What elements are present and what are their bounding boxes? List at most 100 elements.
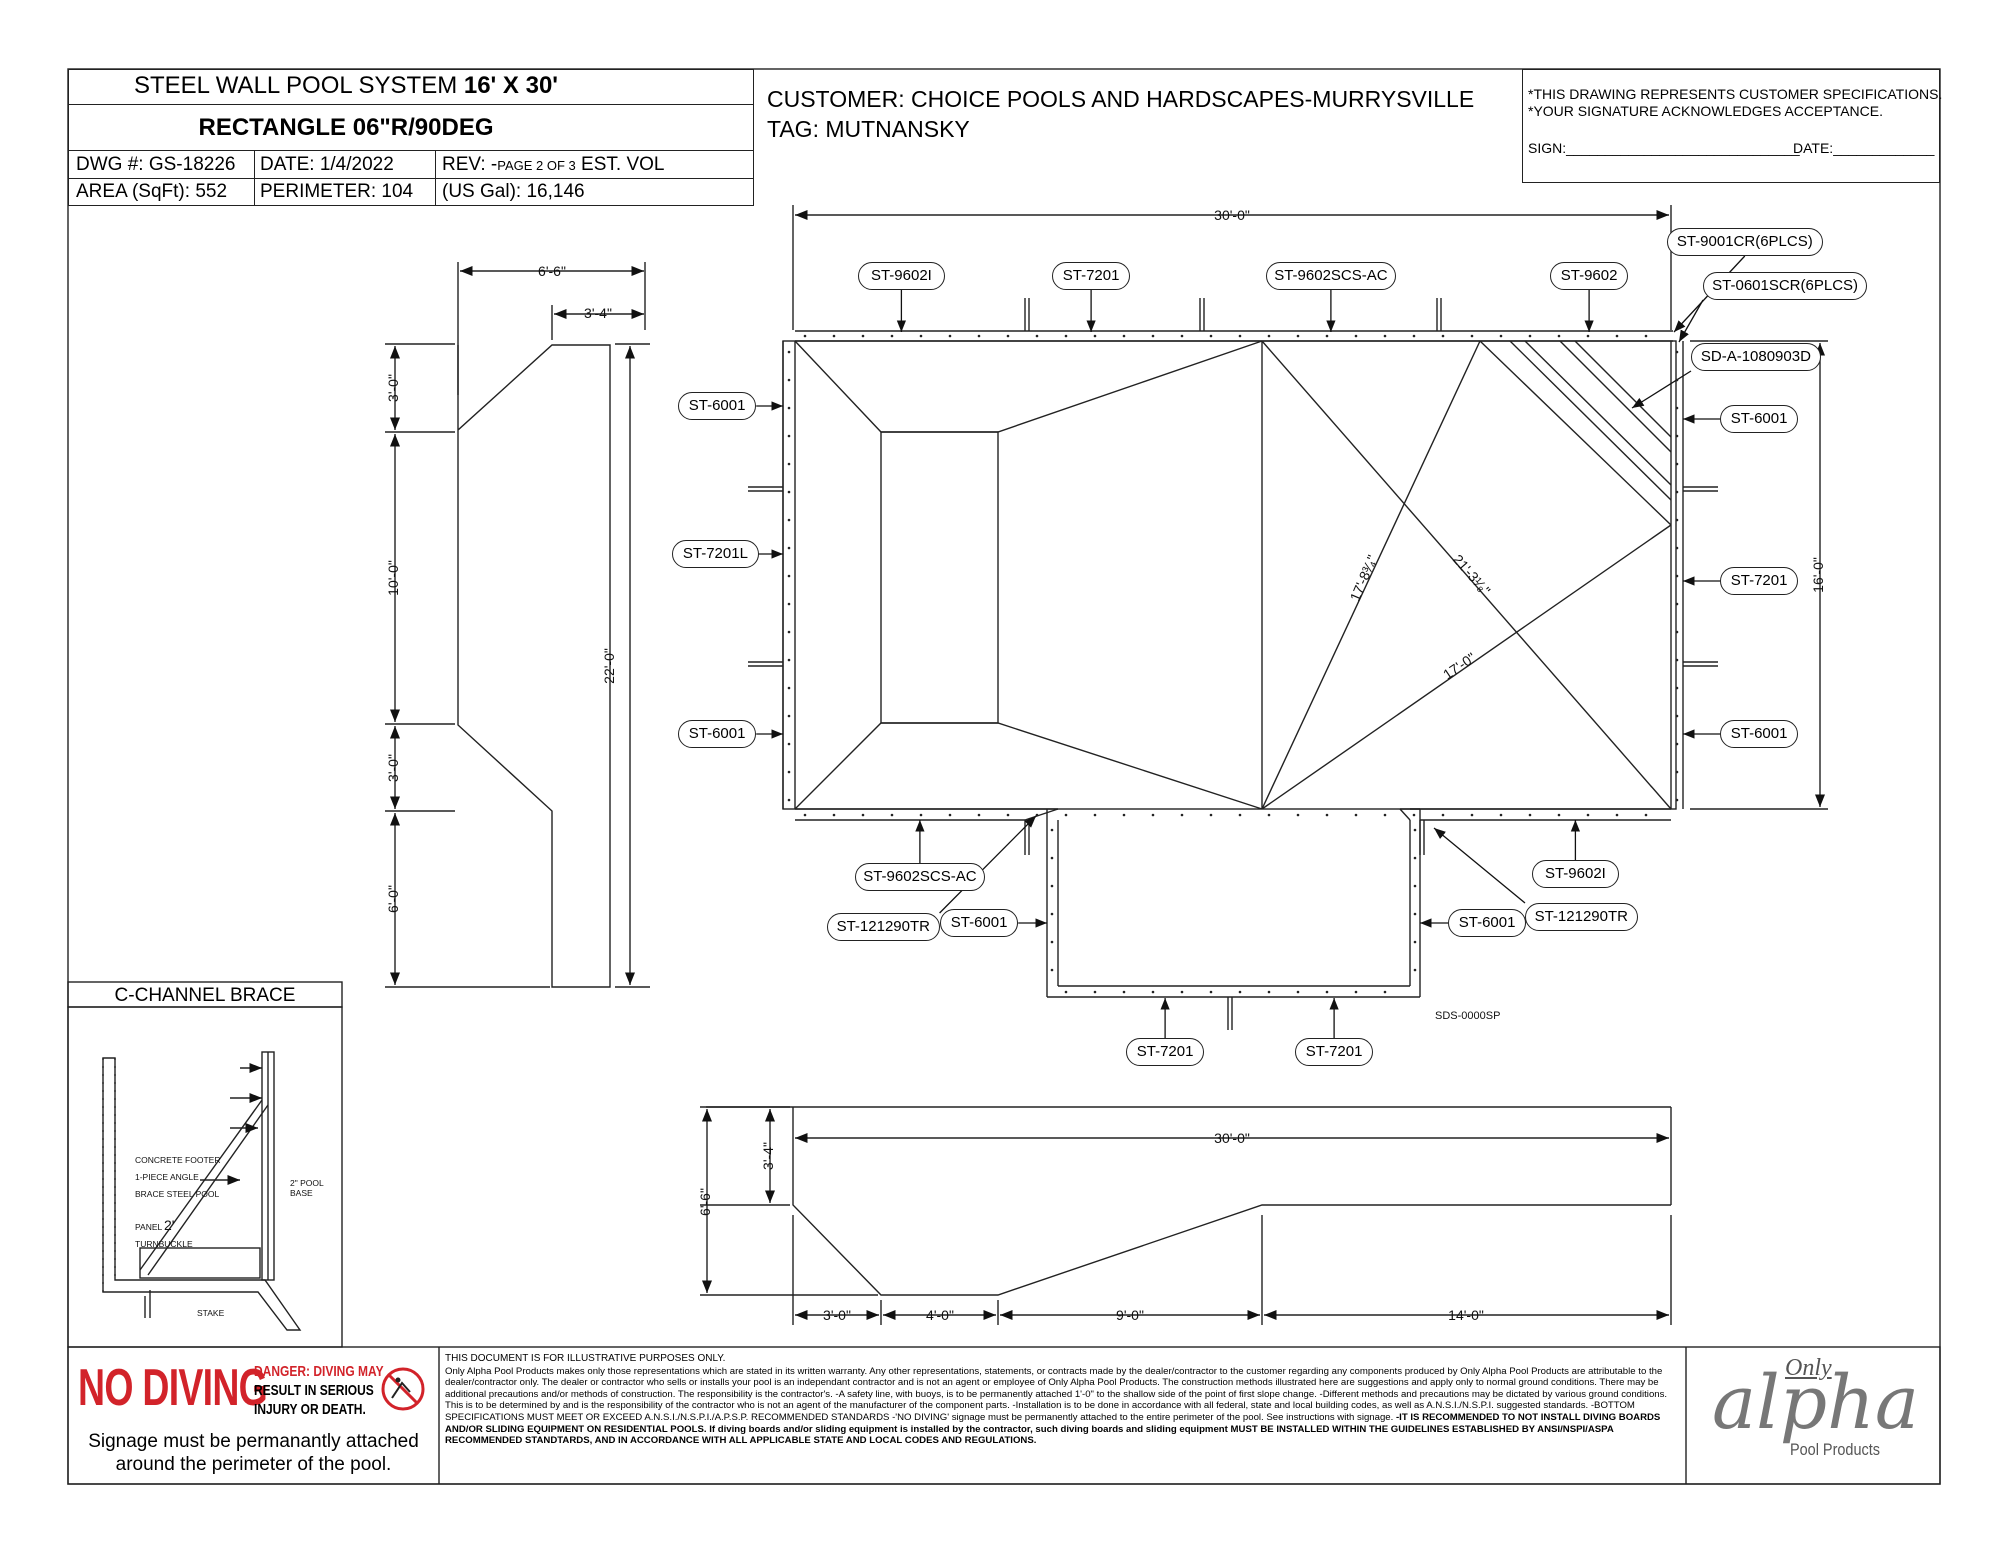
- bolt-dot: [1050, 884, 1054, 888]
- bolt-dot: [1209, 813, 1213, 817]
- bolt-dot: [1296, 990, 1300, 994]
- bolt-dot: [1267, 990, 1271, 994]
- bolt-dot: [861, 813, 865, 817]
- bolt-dot: [1267, 813, 1271, 817]
- callout-step: SD-A-1080903D: [1691, 343, 1821, 371]
- bolt-dot: [787, 630, 791, 634]
- volume-gallons: (US Gal): 16,146: [442, 181, 585, 202]
- bolt-dot: [803, 813, 807, 817]
- bolt-dot: [1209, 990, 1213, 994]
- bolt-dot: [1050, 968, 1054, 972]
- bolt-dot: [1122, 334, 1126, 338]
- callout-bot2: ST-121290TR: [827, 913, 940, 941]
- callout-bot4: ST-9602I: [1532, 860, 1619, 888]
- bolt-dot: [1151, 334, 1155, 338]
- bolt-dot: [1050, 828, 1054, 832]
- bolt-dot: [1354, 990, 1358, 994]
- callout-right2: ST-7201: [1720, 567, 1799, 595]
- bolt-dot: [832, 334, 836, 338]
- bolt-dot: [1180, 334, 1184, 338]
- callout-ext2: ST-7201: [1295, 1038, 1374, 1066]
- customer-name: CUSTOMER: CHOICE POOLS AND HARDSCAPES-MU…: [767, 86, 1475, 112]
- bolt-dot: [977, 813, 981, 817]
- bolt-dot: [1050, 912, 1054, 916]
- bolt-dot: [1675, 574, 1679, 578]
- callout-bot5: ST-121290TR: [1525, 903, 1638, 931]
- leader-corner2: [1678, 299, 1704, 343]
- bolt-dot: [1064, 990, 1068, 994]
- shape-title: RECTANGLE 06"R/90DEG: [198, 114, 494, 141]
- drawing-date: DATE: 1/4/2022: [260, 154, 394, 175]
- bolt-dot: [1267, 334, 1271, 338]
- bolt-dot: [1586, 334, 1590, 338]
- bolt-dot: [787, 714, 791, 718]
- bolt-dot: [1413, 940, 1417, 944]
- bolt-dot: [787, 770, 791, 774]
- bolt-dot: [1675, 490, 1679, 494]
- plan-height-dim: 16'-0": [1810, 557, 1826, 593]
- bolt-dot: [787, 574, 791, 578]
- callout-bot3: ST-6001: [940, 909, 1019, 937]
- bolt-dot: [1296, 334, 1300, 338]
- signage-note-2: around the perimeter of the pool.: [115, 1454, 392, 1475]
- bolt-dot: [803, 334, 807, 338]
- bolt-dot: [1470, 334, 1474, 338]
- bolt-dot: [1528, 334, 1532, 338]
- profile-seg-1: 3'-0": [823, 1307, 851, 1323]
- bolt-dot: [1325, 813, 1329, 817]
- bolt-dot: [787, 518, 791, 522]
- profile-seg-3: 9'-0": [1116, 1307, 1144, 1323]
- bolt-dot: [1122, 990, 1126, 994]
- bolt-dot: [919, 334, 923, 338]
- bolt-dot: [1180, 813, 1184, 817]
- bolt-dot: [787, 490, 791, 494]
- date-line[interactable]: DATE:_____________: [1793, 140, 1935, 156]
- callout-right3: ST-6001: [1720, 720, 1799, 748]
- callout-top4: ST-9602: [1550, 262, 1629, 290]
- dim-d4: 6'-0": [385, 885, 401, 913]
- bolt-dot: [1238, 334, 1242, 338]
- sign-line[interactable]: SIGN:______________________________: [1528, 140, 1800, 156]
- bolt-dot: [787, 378, 791, 382]
- leader-step: [1631, 370, 1692, 409]
- callout-left1: ST-6001: [678, 392, 757, 420]
- bolt-dot: [1354, 334, 1358, 338]
- callout-left3: ST-6001: [678, 720, 757, 748]
- bolt-dot: [1413, 968, 1417, 972]
- leader-bot2: [939, 815, 1037, 914]
- bolt-dot: [1557, 813, 1561, 817]
- brace-diagram: [102, 1051, 302, 1331]
- bolt-dot: [1325, 334, 1329, 338]
- bolt-dot: [1383, 813, 1387, 817]
- bolt-dot: [1441, 813, 1445, 817]
- bolt-dot: [1180, 990, 1184, 994]
- bolt-dot: [948, 813, 952, 817]
- callout-right1: ST-6001: [1720, 405, 1799, 433]
- dim-top-width-2: 3'-4": [584, 305, 612, 321]
- callout-bot1: ST-9602SCS-AC: [855, 863, 985, 891]
- callout-corner2: ST-0601SCR(6PLCS): [1703, 272, 1868, 300]
- bolt-dot: [1151, 990, 1155, 994]
- bolt-dot: [1064, 813, 1068, 817]
- bolt-dot: [787, 546, 791, 550]
- brace-label-8: STAKE: [197, 1308, 225, 1318]
- bolt-dot: [1412, 813, 1416, 817]
- dim-total: 22'-0": [601, 648, 617, 684]
- disclaimer: THIS DOCUMENT IS FOR ILLUSTRATIVE PURPOS…: [445, 1353, 1668, 1447]
- bolt-dot: [1413, 828, 1417, 832]
- bolt-dot: [1615, 334, 1619, 338]
- bolt-dot: [977, 334, 981, 338]
- bolt-dot: [1499, 334, 1503, 338]
- brace-label-1: CONCRETE FOOTER: [135, 1155, 220, 1165]
- bolt-dot: [1675, 770, 1679, 774]
- bolt-dot: [787, 462, 791, 466]
- profile-seg-2: 4'-0": [926, 1307, 954, 1323]
- bolt-dot: [1296, 813, 1300, 817]
- bolt-dot: [1238, 813, 1242, 817]
- acceptance-note-2: *YOUR SIGNATURE ACKNOWLEDGES ACCEPTANCE.: [1528, 103, 1883, 119]
- bolt-dot: [1325, 990, 1329, 994]
- brace-label-6: 2" POOL: [290, 1178, 324, 1188]
- bolt-dot: [1675, 602, 1679, 606]
- customer-tag: TAG: MUTNANSKY: [767, 116, 970, 142]
